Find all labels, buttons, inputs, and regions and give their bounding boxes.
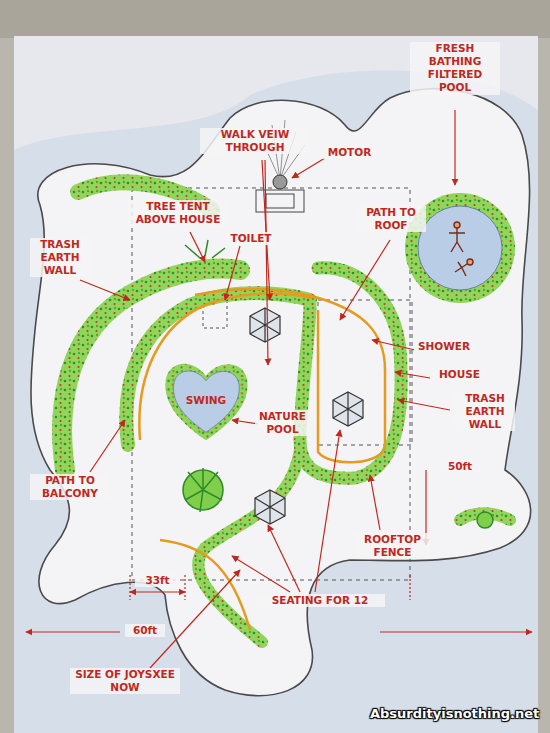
- map-label: FRESH BATHING FILTERED POOL: [410, 42, 500, 95]
- map-label: 33ft: [135, 574, 180, 587]
- nature-pool: SWING: [158, 352, 254, 448]
- map-label: SIZE OF JOYSXEE NOW: [70, 668, 180, 694]
- gazebos: [250, 308, 363, 524]
- map-label: PATH TO ROOF: [356, 206, 426, 232]
- node-text: SWING: [186, 394, 226, 406]
- paper: [14, 36, 538, 733]
- map-label: TRASH EARTH WALL: [455, 392, 515, 431]
- island-outline: [31, 89, 531, 696]
- map-label: TOILET: [226, 232, 276, 245]
- map-label: TRASH EARTH WALL: [30, 238, 90, 277]
- swimmers: [449, 222, 473, 276]
- map-label: TREE TENT ABOVE HOUSE: [128, 200, 228, 226]
- map-label: MOTOR: [322, 146, 377, 159]
- watermark: Absurdityisnothing.net: [370, 706, 540, 721]
- leader-lines: [80, 110, 455, 668]
- map-label: PATH TO BALCONY: [30, 474, 110, 500]
- plot-boundary: [132, 188, 410, 580]
- map-label: SEATING FOR 12: [255, 594, 385, 607]
- map-label: 50ft: [440, 460, 480, 473]
- map-label: SHOWER: [414, 340, 474, 353]
- fresh-bathing-pool: [418, 206, 502, 290]
- wall: [0, 0, 550, 38]
- water: [14, 70, 538, 733]
- dimension-lines: [26, 470, 532, 632]
- map-label: NATURE POOL: [255, 410, 310, 436]
- map-label: WALK VEIW THROUGH: [200, 128, 310, 154]
- hedges: [62, 182, 510, 642]
- map-label: HOUSE: [432, 368, 487, 381]
- map-label: 60ft: [125, 624, 165, 637]
- map-label: ROOFTOP FENCE: [355, 533, 430, 559]
